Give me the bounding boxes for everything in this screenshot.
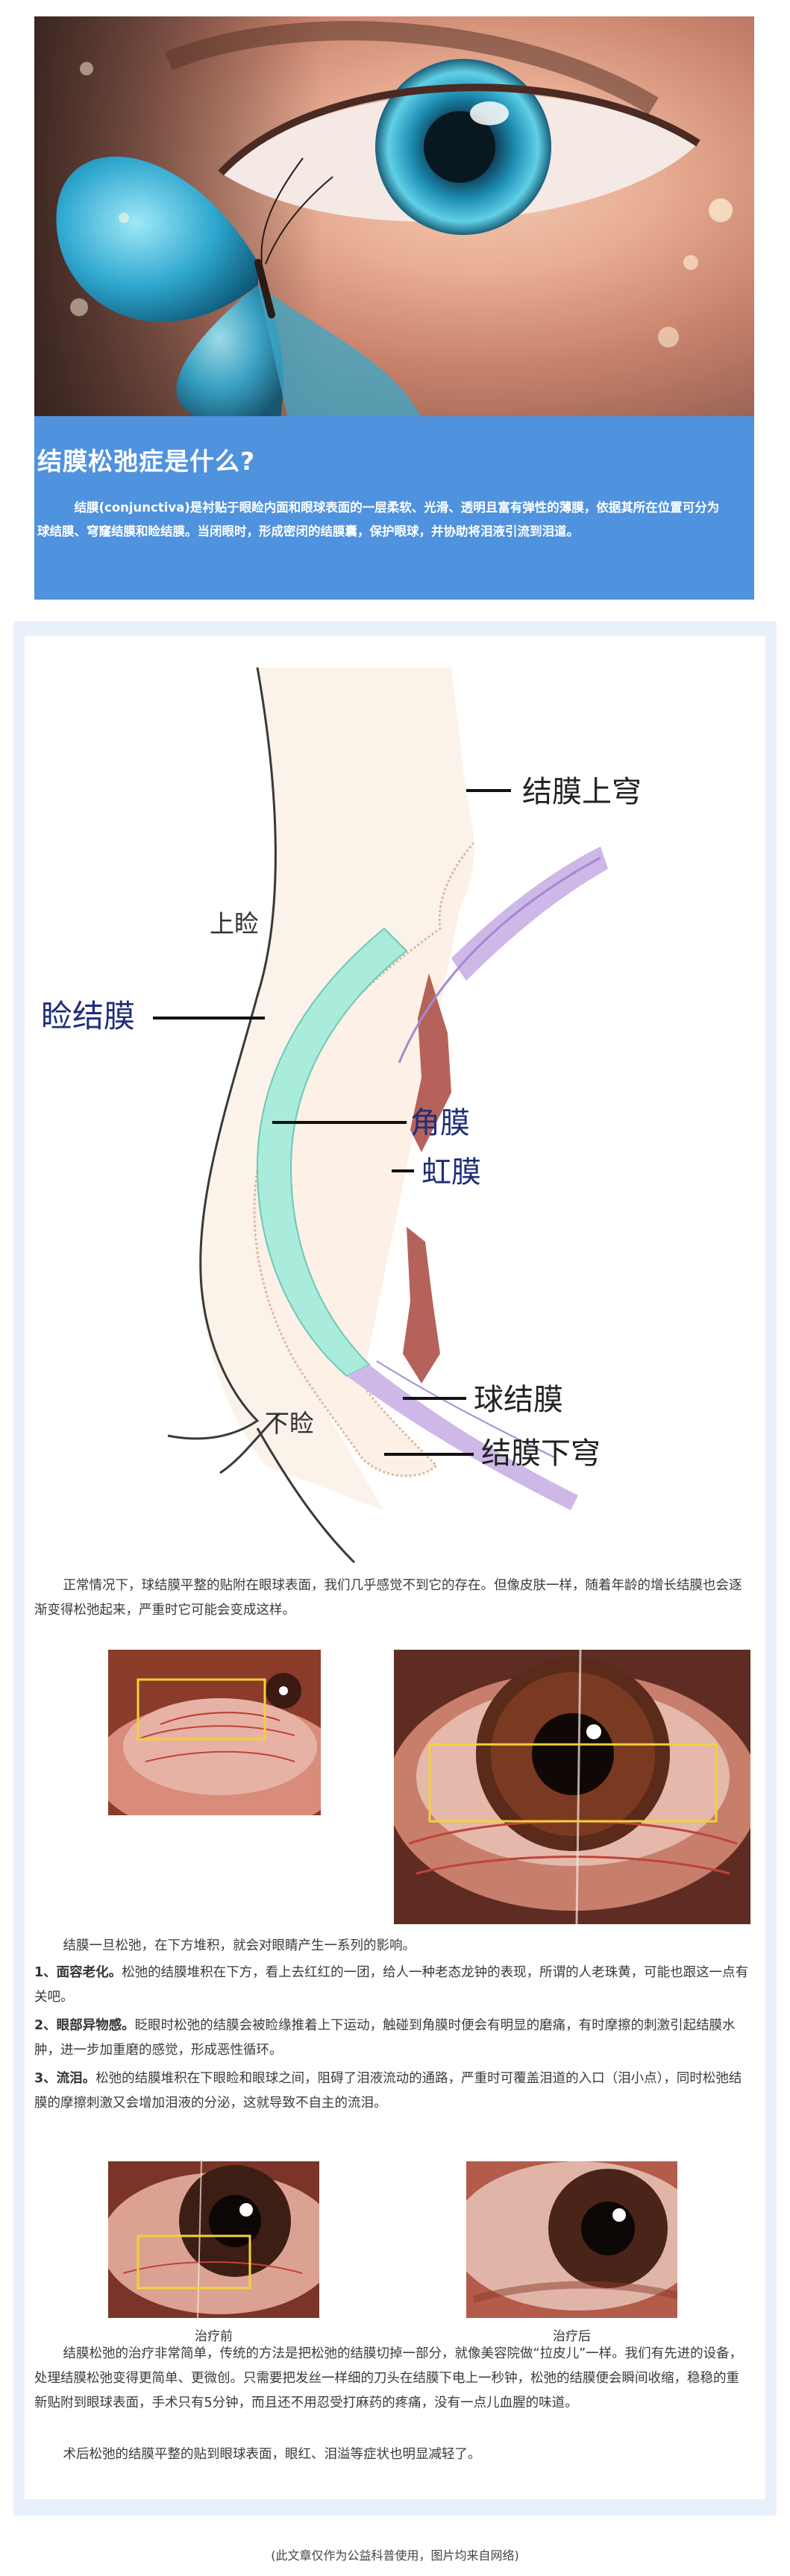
label-lower-lid: 下睑 bbox=[265, 1409, 314, 1438]
paragraph-postop: 术后松弛的结膜平整的贴到眼球表面，眼红、泪溢等症状也明显减轻了。 bbox=[63, 2447, 481, 2462]
label-upper-lid: 上睑 bbox=[210, 909, 259, 938]
intro-body: 结膜(conjunctiva)是衬贴于眼睑内面和眼球表面的一层柔软、光滑、透明且… bbox=[37, 500, 720, 538]
label-palpebral-conjunctiva: 睑结膜 bbox=[41, 998, 135, 1034]
label-bulbar-conjunctiva: 球结膜 bbox=[474, 1383, 563, 1417]
paragraph-normal: 正常情况下，球结膜平整的贴附在眼球表面，我们几乎感觉不到它的存在。但像皮肤一样，… bbox=[34, 1578, 742, 1618]
intro-title: 结膜松弛症是什么? bbox=[37, 447, 256, 476]
label-fornix-upper: 结膜上穹 bbox=[522, 775, 642, 809]
footer-note: (此文章仅作为公益科普使用，图片均来自网络) bbox=[271, 2548, 519, 2563]
photo-before-treatment bbox=[108, 2161, 319, 2318]
photo-conjunctivochalasis-2 bbox=[394, 1650, 750, 1924]
caption-after: 治疗后 bbox=[553, 2329, 591, 2344]
list-item-tearing: 3、流泪。松弛的结膜堆积在下眼睑和眼球之间，阻碍了泪液流动的通路，严重时可覆盖泪… bbox=[34, 2071, 742, 2111]
photo-conjunctivochalasis-1 bbox=[108, 1650, 321, 1815]
list-item-foreign-body: 2、眼部异物感。眨眼时松弛的结膜会被睑缘推着上下运动，触碰到角膜时便会有明显的磨… bbox=[34, 2018, 736, 2058]
intro-banner: 结膜松弛症是什么? 结膜(conjunctiva)是衬贴于眼睑内面和眼球表面的一… bbox=[34, 416, 754, 600]
paragraph-effects-intro: 结膜一旦松弛，在下方堆积，就会对眼睛产生一系列的影响。 bbox=[63, 1938, 416, 1953]
list-item-aging: 1、面容老化。松弛的结膜堆积在下方，看上去红红的一团，给人一种老态龙钟的表现，所… bbox=[34, 1965, 749, 2005]
label-fornix-lower: 结膜下穹 bbox=[481, 1436, 601, 1471]
paragraph-treatment: 结膜松弛的治疗非常简单，传统的方法是把松弛的结膜切掉一部分，就像美容院做“拉皮儿… bbox=[34, 2346, 743, 2410]
label-iris: 虹膜 bbox=[421, 1155, 481, 1190]
photo-after-treatment bbox=[466, 2161, 677, 2318]
hero-image bbox=[34, 16, 754, 419]
label-cornea: 角膜 bbox=[410, 1106, 470, 1140]
caption-before: 治疗前 bbox=[195, 2329, 233, 2344]
eye-anatomy-diagram: 上睑 下睑 结膜上穹 睑结膜 角膜 虹膜 球结膜 结膜下穹 bbox=[41, 667, 642, 1564]
